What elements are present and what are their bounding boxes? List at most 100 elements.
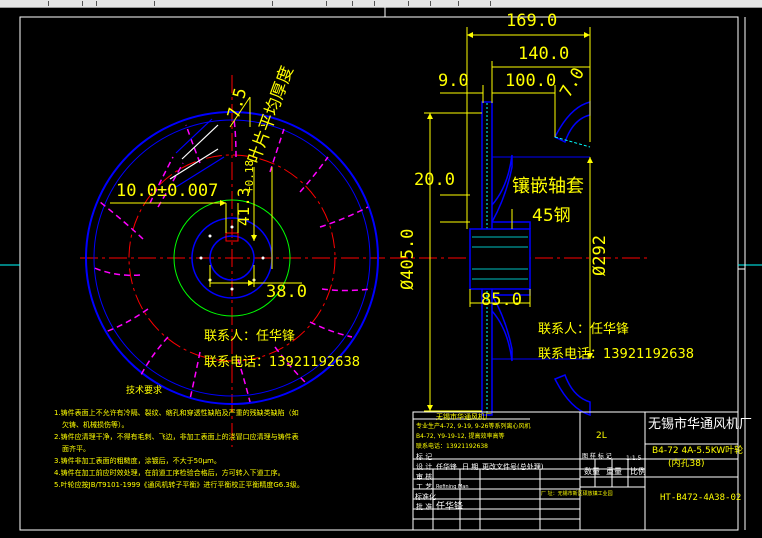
phone-right: 联系电话：13921192638 <box>538 347 694 362</box>
blade-75-leader <box>229 96 251 128</box>
material-value: 2L <box>596 431 607 441</box>
design-name: 任华锋 <box>436 463 457 471</box>
blade <box>237 358 251 403</box>
note-line: 5.叶轮应按JB/T9101-1999《通风机转子平衡》进行平衡校正平衡精度G6… <box>54 481 304 489</box>
product-bore-spec: (内孔38) <box>668 459 705 469</box>
toolbar-separator <box>490 1 491 6</box>
blade-edge-lines <box>492 156 590 360</box>
hub-marker-dot <box>199 256 203 260</box>
weight-label: 重量 <box>606 467 622 476</box>
blade <box>185 124 201 164</box>
blade-edge <box>175 156 225 188</box>
meta-line-1: 专业生产4-72, 9-19, 9-26等系列离心风机 <box>416 423 531 430</box>
blade <box>309 321 353 338</box>
toolbar-separator <box>374 1 375 6</box>
hub-bore-circle <box>209 235 255 281</box>
note-line: 1.铸件表面上不允许有冷隔、裂纹、缩孔和穿透性缺陷及严重的残缺类缺陷（如 <box>54 409 299 417</box>
sleeve-label: 镶嵌轴套 <box>512 176 584 197</box>
blade-edge <box>175 118 213 154</box>
address-label: 厂 址：无锡市新区硕放镇工业园 <box>541 491 613 497</box>
toolbar-separator <box>408 1 409 6</box>
dim-38-text: 38.0 <box>266 282 307 302</box>
company-name: 无锡市华通风机厂 <box>648 417 753 432</box>
hub-hatch <box>472 236 528 280</box>
dim-arrow <box>587 353 593 359</box>
sheet-label: 图 样 标 记 <box>582 453 612 460</box>
toolbar-separator <box>326 1 327 6</box>
dim-405-text: Ø405.0 <box>398 228 418 290</box>
blade <box>274 346 306 383</box>
toolbar-separator <box>458 1 459 6</box>
blade <box>319 206 369 228</box>
toolbar-separator <box>352 1 353 6</box>
dim-arrow <box>427 113 433 119</box>
standard-label: 标准化 <box>415 493 436 501</box>
toolbar-separator <box>96 1 97 6</box>
blade <box>139 336 169 378</box>
approve-label: 批 准 <box>416 503 433 511</box>
blade <box>157 162 184 208</box>
blade-section-detail <box>169 118 225 188</box>
contact-left: 联系人：任华锋 <box>204 329 296 344</box>
blade-edge <box>169 148 219 180</box>
phone-left: 联系电话：13921192638 <box>204 355 360 370</box>
title-block-grid <box>412 411 739 531</box>
cad-drawing-canvas[interactable] <box>0 7 762 538</box>
dim-9-text: 9.0 <box>438 71 469 91</box>
product-name: B4-72 4A-5.5KW叶轮 <box>652 446 744 456</box>
toolbar-separator <box>82 1 83 6</box>
blade-outlines <box>91 118 373 403</box>
dim-100-text: 100.0 <box>505 71 557 91</box>
dim-arrow <box>584 32 590 38</box>
blade <box>91 266 141 277</box>
note-line: 3.铸件非加工表面的粗糙度，涂镀后，不大于50μm。 <box>54 457 221 465</box>
hub-marker-dot <box>230 225 234 229</box>
shroud-curve-lower <box>491 294 513 362</box>
dim-85-text: 85.0 <box>481 290 522 310</box>
meta-line-2: B4-72, Y9-19-12, 提高效率高等 <box>416 433 505 440</box>
drawing-border <box>19 16 739 531</box>
shroud-curve-upper <box>491 154 513 223</box>
notes-title: 技术要求 <box>126 386 163 396</box>
hub-section <box>469 228 531 290</box>
right-dimension-lines <box>424 27 591 412</box>
outer-disc-circle <box>85 111 379 405</box>
impeller-section-view <box>390 27 650 417</box>
dim-bore-tol-text: +0.18 <box>243 159 256 193</box>
dim-169-text: 169.0 <box>506 11 558 31</box>
toolbar-separator <box>272 1 273 6</box>
meta-heading: 无锡市华通风机厂 <box>436 413 492 421</box>
toolbar-separator <box>430 1 431 6</box>
dim-keyway-text: 10.0±0.007 <box>116 181 219 201</box>
contact-right: 联系人：任华锋 <box>538 322 630 337</box>
dim-140-text: 140.0 <box>518 44 570 64</box>
blade <box>189 351 201 400</box>
hub-marker-dot <box>230 287 234 291</box>
approve-name: 任华锋 <box>436 502 464 512</box>
title-block-frame <box>412 411 739 531</box>
shroud-inlet-lower <box>553 374 591 417</box>
blade-inlet-circle <box>128 154 336 362</box>
dim-20-text: 20.0 <box>414 170 455 190</box>
toolbar-separator <box>154 1 155 6</box>
hub-marker-dot <box>261 256 265 260</box>
dim-41-text: 41.3 <box>234 187 253 226</box>
cad-toolbar-strip <box>0 0 762 8</box>
impeller-front-view <box>80 75 385 447</box>
dim-arrow <box>220 200 226 206</box>
scale-label: 比例 <box>630 467 646 476</box>
design-label: 设 计 <box>416 463 433 471</box>
process-label: 工 艺 <box>416 483 433 491</box>
dim-arrow <box>467 32 473 38</box>
scale-value: 1:1.5 <box>626 455 642 462</box>
blade-edge <box>181 124 219 160</box>
note-line: 面齐平。 <box>62 445 90 453</box>
dim-arrow <box>427 405 433 411</box>
division-label: 标 记 <box>416 453 433 461</box>
keyway-rect <box>225 232 239 242</box>
outer-disc-inner-circle <box>93 119 371 397</box>
blade <box>104 308 149 333</box>
notes-list: 1.铸件表面上不允许有冷隔、裂纹、缩孔和穿透性缺陷及严重的残缺类缺陷（如 欠铸、… <box>54 410 410 494</box>
drawing-number: HT-B472-4A38-02 <box>660 493 742 503</box>
blade <box>321 288 373 292</box>
